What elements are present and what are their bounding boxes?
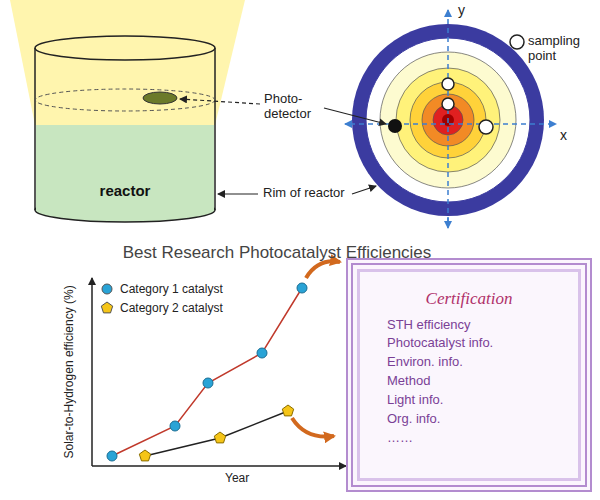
- leader-line: [180, 99, 260, 104]
- axis-name: x: [560, 127, 567, 143]
- sampling-point-key: [510, 35, 524, 49]
- data-point: [107, 451, 117, 461]
- sampling-point: [442, 98, 454, 110]
- legend-entry: Category 1 catalyst: [100, 282, 223, 296]
- node-line: Environ. info.: [387, 353, 567, 372]
- reactor-body: reactor: [36, 125, 214, 210]
- chart-axis: [92, 465, 346, 467]
- x-axis: [350, 123, 556, 125]
- axis-title: Year: [225, 472, 249, 486]
- legend-swatch: [100, 282, 114, 296]
- y-axis: [447, 10, 449, 222]
- photodetector-point: [388, 119, 402, 133]
- node-line: Light info.: [387, 391, 567, 410]
- node-line: ……: [387, 429, 567, 448]
- key-label: sampling point: [528, 34, 600, 64]
- callout-label: Rim of reactor: [263, 186, 345, 201]
- certificate: CertificationSTH efficiencyPhotocatalyst…: [346, 258, 592, 492]
- callout-label: Photo-detector: [264, 92, 322, 122]
- node-line: Photocatalyst info.: [387, 334, 567, 353]
- chart-axis: [91, 278, 93, 466]
- data-point: [214, 432, 225, 443]
- node-line: Method: [387, 372, 567, 391]
- data-point: [282, 405, 293, 416]
- node-line: Org. info.: [387, 410, 567, 429]
- node-heading: reactor: [100, 180, 151, 202]
- sampling-point: [479, 120, 493, 134]
- data-point: [203, 378, 213, 388]
- x-axis: [345, 123, 350, 125]
- leader-line: [352, 186, 376, 194]
- pointer-arrow: [306, 261, 340, 278]
- data-point: [297, 283, 307, 293]
- y-axis: [447, 218, 449, 228]
- leader-line: [324, 108, 386, 124]
- legend-text: Category 2 catalyst: [120, 301, 223, 315]
- reactor-rim: [35, 36, 215, 60]
- series-line: [145, 411, 288, 456]
- series-line: [112, 288, 302, 456]
- light-cone: [10, 0, 245, 125]
- data-point: [139, 450, 150, 461]
- legend-text: Category 1 catalyst: [120, 282, 223, 296]
- legend-swatch: [100, 301, 114, 315]
- pointer-arrow: [292, 418, 334, 437]
- legend-entry: Category 2 catalyst: [100, 301, 223, 315]
- leader-line: [218, 193, 258, 194]
- cylinder-wall: [214, 48, 216, 210]
- sampling-point: [442, 78, 454, 90]
- node-line: STH efficiency: [387, 316, 567, 335]
- axis-name: y: [458, 2, 465, 18]
- photodetector: [143, 92, 177, 104]
- axis-title: Solar-to-Hydrogen efficiency (%): [63, 285, 77, 458]
- data-point: [257, 348, 267, 358]
- data-point: [170, 421, 180, 431]
- node-heading: Certification: [371, 287, 567, 312]
